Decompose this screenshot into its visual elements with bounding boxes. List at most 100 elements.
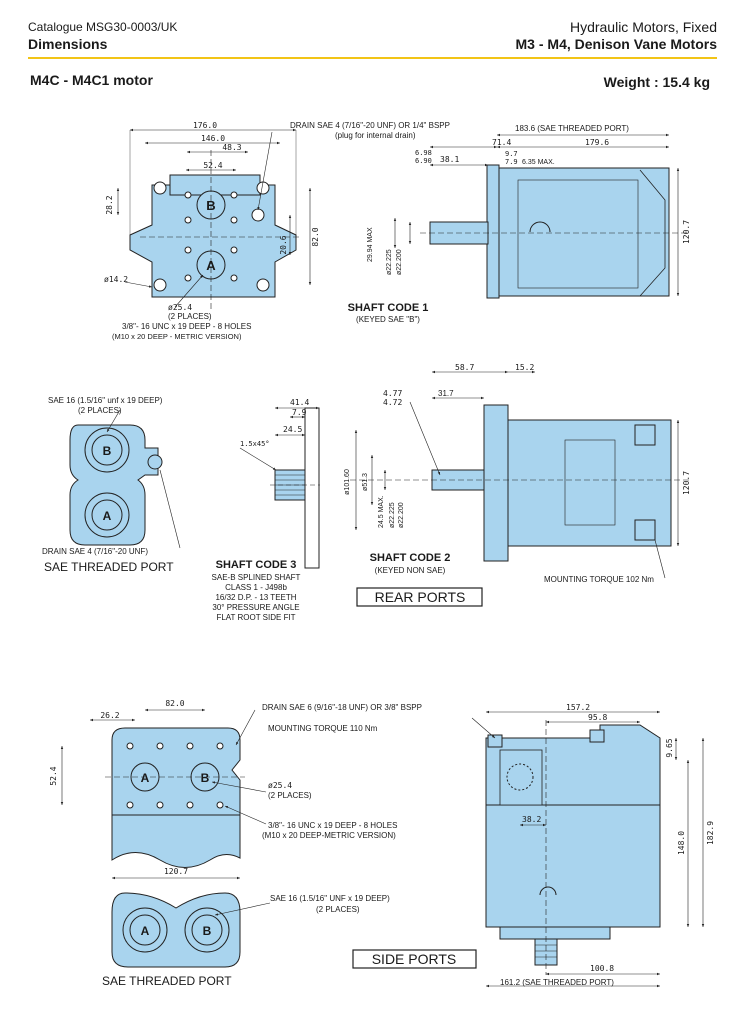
rear-sae16-label: SAE 16 (1.5/16" unf x 19 DEEP): [48, 396, 163, 405]
dim-7: 7.9: [505, 158, 518, 166]
drain-sub-label: (plug for internal drain): [335, 131, 416, 140]
face-places-label: (2 PLACES): [316, 905, 360, 914]
dim-82: 82.0: [311, 227, 320, 246]
port-a-label: A: [206, 258, 216, 273]
shaft3-labels: 41.4 7.9 24.5 1.5x45° SHAFT CODE 3 SAE-B…: [212, 398, 310, 622]
dim-148: 148.0: [677, 831, 686, 855]
dim-71: 71.4: [492, 138, 511, 147]
side-top-boss: [589, 729, 605, 743]
side-ports-box: [352, 949, 477, 969]
flange-2: [483, 404, 509, 562]
dim-24-max: 24.5 MAX.: [378, 495, 385, 528]
top-port-b-label: B: [201, 771, 210, 785]
top-body-lower: [111, 814, 241, 868]
dim-183: 183.6 (SAE THREADED PORT): [515, 124, 629, 133]
drain-port-circle: [251, 208, 265, 222]
dim-14: ø14.2: [104, 275, 128, 284]
port-boss-top: [634, 424, 656, 446]
dim-7-9: 7.9: [292, 408, 307, 417]
holes-metric-label: (M10 x 20 DEEP - METRIC VERSION): [112, 332, 242, 341]
dim-4b: 4.72: [383, 398, 402, 407]
mount-hole-br: [256, 278, 270, 292]
dim-635: 6.35 MAX.: [522, 159, 555, 166]
side-port-face-labels: A B SAE 16 (1.5/16" UNF x 19 DEEP) (2 PL…: [102, 894, 390, 988]
side-ports-label: SIDE PORTS: [372, 951, 457, 967]
top-view-3-labels: 82.0 26.2 52.4 ø25.4 120.7 A B DRAIN SAE…: [49, 699, 422, 876]
places-label: (2 PLACES): [168, 312, 212, 321]
dim-9: 9.7: [505, 150, 518, 158]
weight-label: Weight : 15.4 kg: [603, 74, 710, 90]
dim-120-3: 120.7: [164, 867, 188, 876]
shaft3-line-1: SAE-B SPLINED SHAFT: [212, 573, 301, 582]
dim-6b: 6.90: [415, 157, 432, 165]
side-shaft: [534, 938, 558, 966]
dim-9-65: 9.65: [665, 738, 674, 757]
drain-label: DRAIN SAE 4 (7/16"-20 UNF) OR 1/4" BSPP: [290, 121, 450, 130]
side-port-circle: [506, 763, 534, 791]
shaft3-flange: [304, 407, 320, 569]
dim-51: ø51.3: [362, 473, 369, 491]
rear-port-labels: SAE 16 (1.5/16" unf x 19 DEEP) (2 PLACES…: [42, 396, 174, 574]
rear-port-view: [69, 409, 181, 549]
rear-caption: SAE THREADED PORT: [44, 560, 174, 574]
flange-side: [486, 164, 500, 299]
shaft3-line-4: 30° PRESSURE ANGLE: [212, 603, 299, 612]
top-holes-metric-label: (M10 x 20 DEEP-METRIC VERSION): [262, 831, 396, 840]
dim-58: 58.7: [455, 363, 474, 372]
drain-sae6-label: DRAIN SAE 6 (9/16"-18 UNF) OR 3/8" BSPP: [262, 703, 422, 712]
rear-ports-box: [356, 587, 483, 607]
port-boss-bottom: [634, 519, 656, 541]
shaft1-sub: (KEYED SAE "B"): [356, 315, 420, 324]
dim-22b: ø22.200: [396, 249, 403, 275]
top-view-3: [60, 708, 267, 880]
dim-26: 26.2: [100, 711, 119, 720]
dim-31: 31.7: [438, 389, 454, 398]
dim-41: 41.4: [290, 398, 309, 407]
shaft1-view: [393, 133, 690, 299]
port-b-label: B: [206, 198, 215, 213]
torque-102: MOUNTING TORQUE 102 Nm: [544, 575, 654, 584]
face-port-a-label: A: [141, 924, 150, 938]
shaft1-title: SHAFT CODE 1: [348, 302, 429, 314]
dim-157: 157.2: [566, 703, 590, 712]
holes-label: 3/8"- 16 UNC x 19 DEEP - 8 HOLES: [122, 322, 251, 331]
side-body-main: [485, 804, 661, 928]
dim-52: 52.4: [203, 161, 222, 170]
shaft3-line-5: FLAT ROOT SIDE FIT: [216, 613, 295, 622]
dim-120-2: 120.7: [682, 471, 691, 495]
motor-body-side: [496, 167, 670, 297]
side-port-face-view: [111, 892, 271, 968]
category-title: Hydraulic Motors, Fixed: [569, 19, 717, 35]
side-flange-bottom: [499, 926, 611, 940]
mount-hole-bl: [153, 278, 167, 292]
face-caption: SAE THREADED PORT: [102, 974, 232, 988]
face-port-b-label: B: [203, 924, 212, 938]
dim-4a: 4.77: [383, 389, 402, 398]
section-title: Dimensions: [28, 36, 108, 52]
rear-ports-label: REAR PORTS: [375, 589, 466, 605]
dim-chamfer: 1.5x45°: [240, 440, 270, 448]
dim-101: ø101.60: [344, 469, 351, 495]
dim-100: 100.8: [590, 964, 614, 973]
catalogue-number: Catalogue MSG30-0003/UK: [28, 20, 178, 34]
mount-hole-tl: [153, 181, 167, 195]
dim-38: 38.1: [440, 155, 459, 164]
dim-20: 20.6: [279, 235, 288, 254]
dim-24: 24.5: [283, 425, 302, 434]
dim-25: ø25.4: [168, 303, 192, 312]
dim-38-2: 38.2: [522, 815, 541, 824]
top-flange-body: [111, 727, 241, 816]
shaft1-labels: 183.6 (SAE THREADED PORT) 71.4 179.6 6.9…: [348, 124, 691, 324]
dim-179: 179.6: [585, 138, 609, 147]
dim-176: 176.0: [193, 121, 217, 130]
dim-6: 6.98: [415, 149, 432, 157]
dim-161: 161.2 (SAE THREADED PORT): [500, 978, 614, 987]
face-sae16-label: SAE 16 (1.5/16" UNF x 19 DEEP): [270, 894, 390, 903]
model-title: M4C - M4C1 motor: [30, 72, 153, 88]
dim-22-b: ø22.200: [398, 502, 405, 528]
dim-182: 182.9: [706, 821, 715, 845]
front-view-1-labels: 176.0 146.0 48.3 52.4 28.2 20.6 82.0 ø14…: [104, 121, 450, 341]
rear-drain-label: DRAIN SAE 4 (7/16"-20 UNF): [42, 547, 148, 556]
dim-22: ø22.225: [386, 249, 393, 275]
shaft3-title: SHAFT CODE 3: [216, 559, 297, 571]
